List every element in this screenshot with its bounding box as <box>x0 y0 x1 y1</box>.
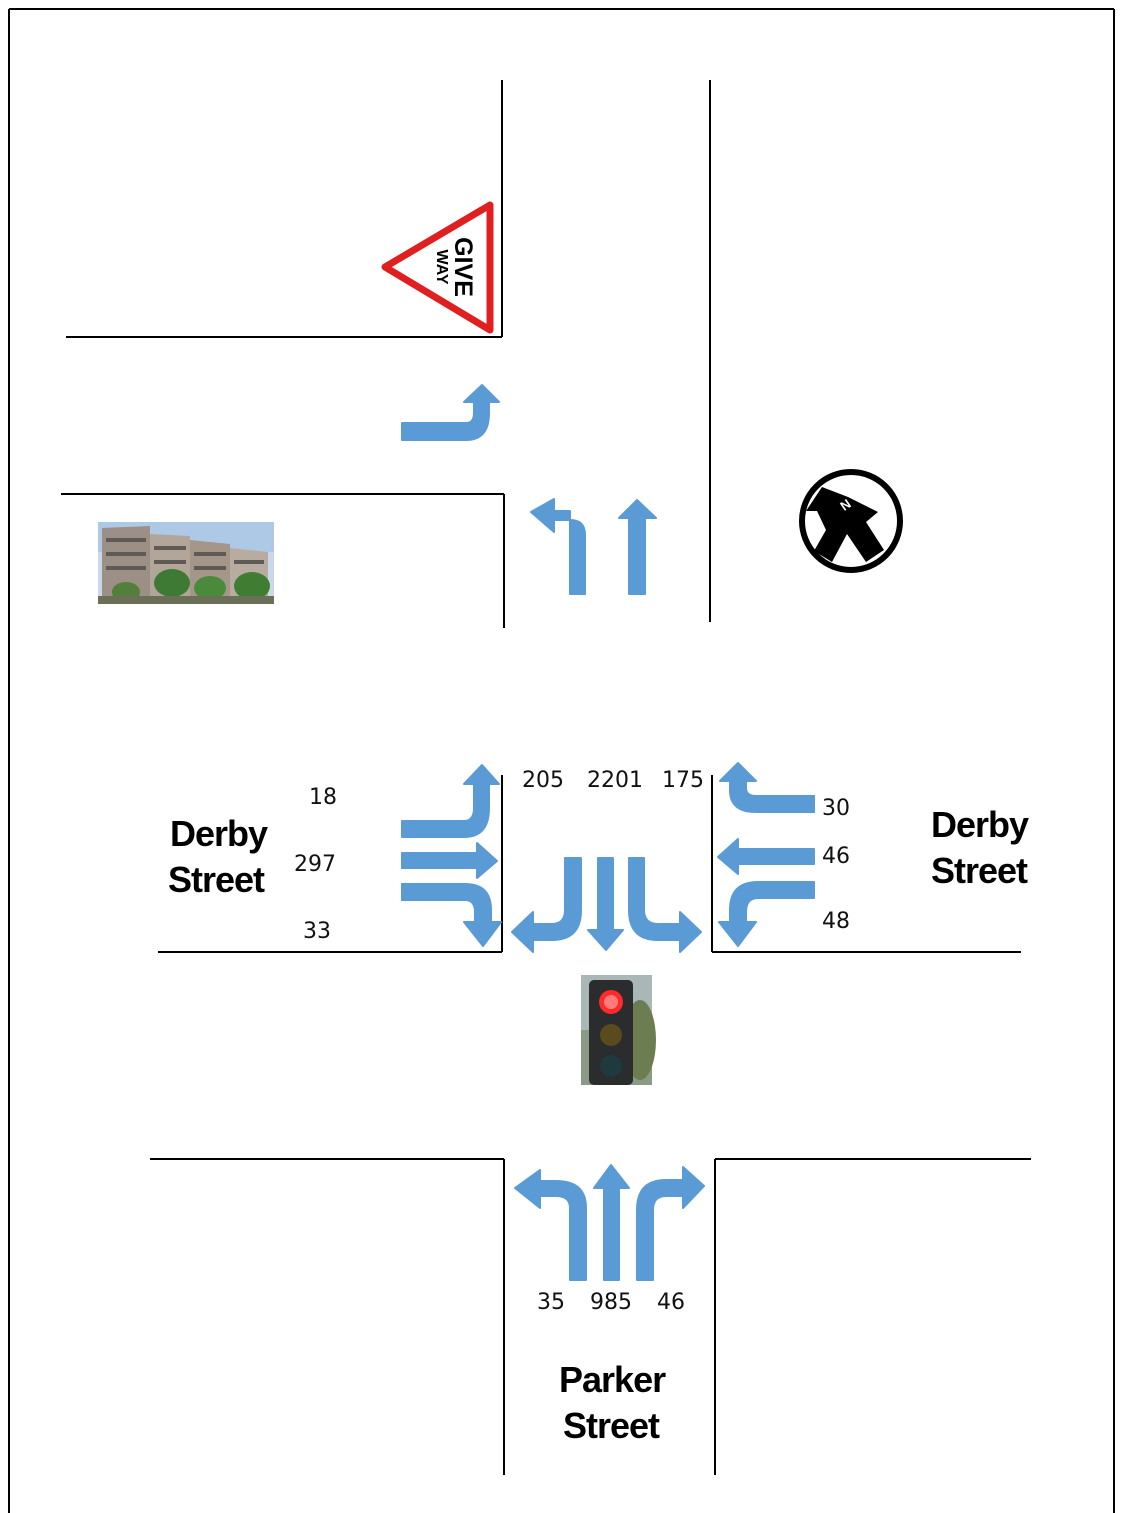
south-approach-counts: 35 985 46 <box>537 1290 685 1315</box>
upper-south-through-arrow <box>619 500 656 594</box>
count-south-right-turn: 46 <box>657 1290 685 1315</box>
north-approach-through-arrow <box>588 858 623 950</box>
count-west-right-turn: 33 <box>303 919 331 944</box>
street-label-south: Parker Street <box>559 1359 666 1446</box>
count-south-left-turn: 35 <box>537 1290 565 1315</box>
street-west-line2: Street <box>168 859 265 900</box>
give-way-sign-icon: GIVE WAY <box>385 205 490 330</box>
count-south-through: 985 <box>590 1290 632 1315</box>
street-east-line1: Derby <box>931 804 1029 845</box>
street-label-west: Derby Street <box>168 813 268 900</box>
street-label-east: Derby Street <box>931 804 1029 891</box>
west-approach-right-turn-arrow <box>402 884 501 946</box>
north-approach-right-turn-arrow <box>512 858 581 952</box>
south-approach-right-turn-arrow <box>637 1167 704 1280</box>
apartment-building-photo <box>98 522 274 604</box>
east-approach-left-turn-arrow <box>719 882 814 946</box>
count-north-right-turn: 205 <box>522 768 564 793</box>
east-approach-right-turn-arrow <box>720 763 814 812</box>
west-approach-counts: 18 297 33 <box>294 785 337 944</box>
south-approach-left-turn-arrow <box>515 1170 586 1280</box>
south-approach-through-arrow <box>594 1165 629 1280</box>
east-approach-counts: 30 46 48 <box>822 796 850 934</box>
west-approach-through-arrow <box>402 843 497 878</box>
count-east-through: 46 <box>822 844 850 869</box>
count-east-left-turn: 48 <box>822 909 850 934</box>
count-north-left-turn: 175 <box>662 768 704 793</box>
count-east-right-turn: 30 <box>822 796 850 821</box>
traffic-light-icon <box>581 975 656 1085</box>
street-south-line2: Street <box>563 1405 660 1446</box>
street-south-line1: Parker <box>559 1359 666 1400</box>
page-frame <box>9 9 1114 1513</box>
west-approach-left-turn-arrow <box>402 765 499 837</box>
north-approach-counts: 205 2201 175 <box>522 768 704 793</box>
street-east-line2: Street <box>931 850 1028 891</box>
give-way-text-way: WAY <box>433 250 450 285</box>
east-approach-through-arrow <box>718 839 814 874</box>
count-west-left-turn: 18 <box>309 785 337 810</box>
street-west-line1: Derby <box>170 813 268 854</box>
north-approach-left-turn-arrow <box>629 858 701 952</box>
count-west-through: 297 <box>294 852 336 877</box>
upper-west-left-turn-arrow <box>402 385 499 440</box>
north-arrow-icon: N <box>802 472 900 570</box>
count-north-through: 2201 <box>587 768 643 793</box>
upper-arrows <box>402 385 656 594</box>
give-way-text-give: GIVE <box>449 237 477 297</box>
upper-south-left-turn-arrow <box>531 499 585 594</box>
